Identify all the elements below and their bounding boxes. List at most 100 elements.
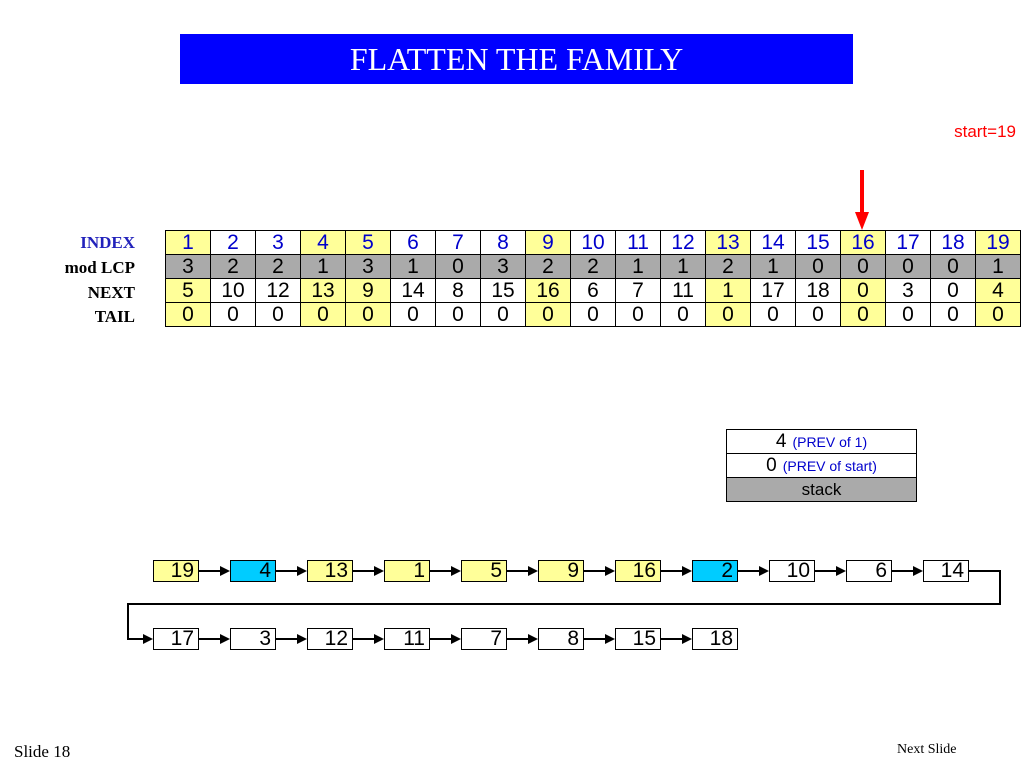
index-cell: 13 [705,230,751,255]
next-cell: 14 [390,278,436,303]
next-cell: 4 [975,278,1021,303]
next-cell: 16 [525,278,571,303]
lcp-cell: 2 [525,254,571,279]
chain-arrow-head [682,634,692,644]
lcp-cell: 2 [210,254,256,279]
stack-base: stack [726,477,917,502]
tail-cell: 0 [390,302,436,327]
next-cell: 12 [255,278,301,303]
stack-base-label: stack [726,477,917,502]
chain-node: 10 [769,560,815,582]
stack-value: 0 [766,454,777,476]
stack-value: 4 [775,430,787,452]
next-cell: 10 [210,278,256,303]
stack-entry: 4 (PREV of 1) [726,429,917,454]
tail-cell: 0 [750,302,796,327]
stack-table: 4 (PREV of 1) 0 (PREV of start) stack [726,429,917,502]
chain-node: 3 [230,628,276,650]
index-cell: 19 [975,230,1021,255]
lcp-cell: 2 [255,254,301,279]
chain-node: 6 [846,560,892,582]
lcp-cell: 3 [345,254,391,279]
lcp-cell: 1 [660,254,706,279]
pointer-arrow-icon [855,170,869,230]
row-label-tail: TAIL [94,307,135,326]
chain-arrow-head [528,566,538,576]
chain-node: 11 [384,628,430,650]
tail-cell: 0 [435,302,481,327]
lcp-cell: 1 [615,254,661,279]
index-cell: 1 [165,230,211,255]
chain-arrow-head [759,566,769,576]
stack-note: (PREV of 1) [792,433,868,450]
chain-node: 7 [461,628,507,650]
tail-cell: 0 [165,302,211,327]
chain-arrow-head [220,566,230,576]
index-cell: 18 [930,230,976,255]
lcp-cell: 0 [435,254,481,279]
next-cell: 7 [615,278,661,303]
chain-node: 17 [153,628,199,650]
index-cell: 11 [615,230,661,255]
chain-arrow-head [605,634,615,644]
index-cell: 6 [390,230,436,255]
slide-title: FLATTEN THE FAMILY [180,34,853,84]
chain-node: 8 [538,628,584,650]
chain-node: 5 [461,560,507,582]
lcp-cell: 0 [885,254,931,279]
start-label: start=19 [954,122,1016,141]
chain-node: 19 [153,560,199,582]
tail-cell: 0 [975,302,1021,327]
lcp-cell: 1 [300,254,346,279]
tail-cell: 0 [345,302,391,327]
tail-cell: 0 [480,302,526,327]
next-cell: 9 [345,278,391,303]
chain-node: 13 [307,560,353,582]
tail-cell: 0 [840,302,886,327]
chain-node: 15 [615,628,661,650]
row-label-lcp: mod LCP [64,258,135,277]
index-cell: 4 [300,230,346,255]
row-label-index: INDEX [80,233,135,252]
tail-cell: 0 [705,302,751,327]
chain-arrow-head [528,634,538,644]
next-cell: 5 [165,278,211,303]
index-cell: 17 [885,230,931,255]
chain-arrow-head [220,634,230,644]
chain-arrow-head [913,566,923,576]
stack-cell: 4 (PREV of 1) [726,429,917,454]
row-label-next: NEXT [87,283,135,302]
chain-node: 18 [692,628,738,650]
tail-cell: 0 [660,302,706,327]
chain-node: 2 [692,560,738,582]
chain-arrow-head [451,566,461,576]
index-cell: 16 [840,230,886,255]
slide-number: Slide 18 [14,742,71,761]
index-cell: 12 [660,230,706,255]
chain-arrow-head [374,566,384,576]
chain-arrow-head [836,566,846,576]
chain-arrow-head [682,566,692,576]
chain-arrow-head [451,634,461,644]
tail-cell: 0 [930,302,976,327]
stack-note: (PREV of start) [782,457,877,474]
tail-cell: 0 [300,302,346,327]
chain-arrow-head [605,566,615,576]
index-cell: 8 [480,230,526,255]
next-slide-link[interactable]: Next Slide [897,742,957,757]
chain-node: 9 [538,560,584,582]
lcp-cell: 0 [840,254,886,279]
index-cell: 9 [525,230,571,255]
chain-arrow-head [374,634,384,644]
chain-node: 1 [384,560,430,582]
chain-wrap-connector [127,570,1001,640]
chain-node: 12 [307,628,353,650]
next-cell: 13 [300,278,346,303]
chain-node: 14 [923,560,969,582]
